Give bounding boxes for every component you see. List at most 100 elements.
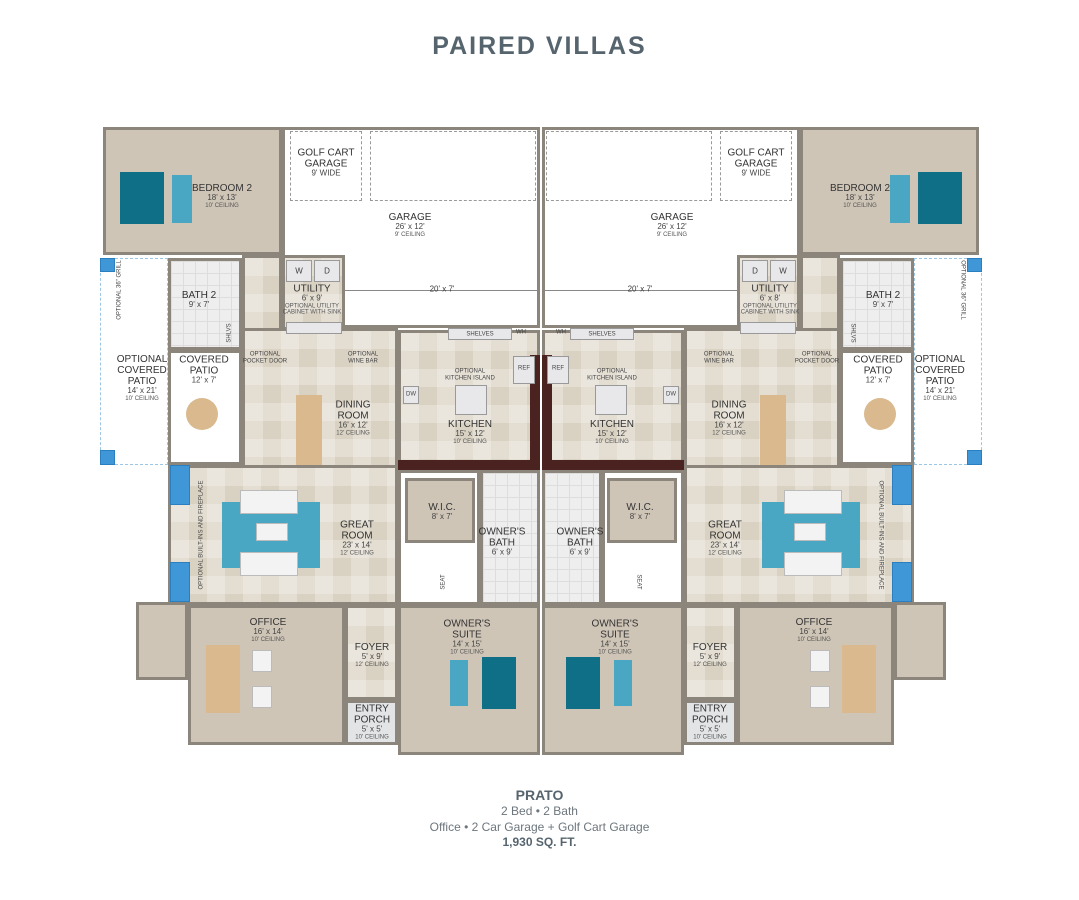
sofa-bottom bbox=[240, 552, 298, 576]
sofa-top bbox=[784, 490, 842, 514]
coffee-table bbox=[794, 523, 826, 541]
owners-suite-floor bbox=[398, 605, 540, 755]
beds-baths: 2 Bed • 2 Bath bbox=[501, 804, 578, 818]
garage-bay-label: 20' x 7' bbox=[627, 284, 653, 294]
office-chair-1 bbox=[252, 650, 272, 672]
window-1 bbox=[967, 258, 982, 272]
owners-bath-size: 6' x 9' bbox=[569, 547, 591, 557]
patio-name: COVERED PATIO bbox=[179, 354, 229, 377]
porch-size: 5' x 5' bbox=[699, 724, 721, 734]
patio-name: COVERED PATIO bbox=[853, 354, 903, 377]
grill-label: OPTIONAL 36" GRILL bbox=[116, 260, 123, 320]
wic-label: W.I.C.8' x 7' bbox=[428, 502, 455, 522]
owners-bath-name: OWNER'S BATH bbox=[478, 526, 526, 549]
great-ceiling: 12' CEILING bbox=[708, 550, 742, 557]
office-name: OFFICE bbox=[795, 616, 833, 628]
opt-patio-ceiling: 10' CEILING bbox=[125, 395, 159, 402]
square-footage: 1,930 SQ. FT. bbox=[502, 835, 577, 849]
foyer-name: FOYER bbox=[354, 641, 390, 653]
golf-cart-bay bbox=[290, 131, 362, 201]
porch-size: 5' x 5' bbox=[361, 724, 383, 734]
opt-patio-name: OPTIONAL COVERED PATIO bbox=[914, 353, 966, 387]
fireplace-bump bbox=[894, 602, 946, 680]
dryer-box bbox=[742, 260, 768, 282]
suite-rug bbox=[450, 660, 468, 706]
shelves-box bbox=[570, 328, 634, 340]
bath-2-floor bbox=[840, 258, 914, 350]
page-title: PAIRED VILLAS bbox=[432, 32, 647, 60]
bedroom2-name: BEDROOM 2 bbox=[829, 182, 891, 194]
opt-patio-ceiling: 10' CEILING bbox=[923, 395, 957, 402]
foyer-ceiling: 12' CEILING bbox=[693, 661, 727, 668]
coffee-table bbox=[256, 523, 288, 541]
optional-patio-area bbox=[100, 258, 168, 465]
dining-ceiling: 12' CEILING bbox=[712, 430, 746, 437]
wh-label: WH bbox=[556, 329, 566, 336]
office-desk bbox=[206, 645, 240, 713]
bed-2 bbox=[120, 172, 164, 224]
great-size: 23' x 14' bbox=[342, 540, 372, 550]
suite-ceiling: 10' CEILING bbox=[450, 649, 484, 656]
office-name: OFFICE bbox=[249, 616, 287, 628]
shelves-label: SHELVES bbox=[588, 331, 616, 338]
office-size: 16' x 14' bbox=[253, 626, 283, 636]
owners-bath-floor bbox=[542, 470, 602, 605]
golf-cart-size: 9' WIDE bbox=[741, 168, 771, 178]
utility-size: 6' x 9' bbox=[301, 293, 323, 303]
utility-note: OPTIONAL UTILITY CABINET WITH SINK bbox=[282, 303, 342, 316]
island-label: OPTIONAL KITCHEN ISLAND bbox=[445, 368, 495, 381]
owners-bath-name: OWNER'S BATH bbox=[556, 526, 604, 549]
great-name: GREAT ROOM bbox=[340, 519, 374, 542]
suite-size: 14' x 15' bbox=[452, 639, 482, 649]
bedroom2-size: 18' x 13' bbox=[845, 192, 875, 202]
office-size: 16' x 14' bbox=[799, 626, 829, 636]
shlvs-label: SHLVS bbox=[226, 323, 233, 343]
ref-label: REF bbox=[552, 365, 564, 372]
washer-box bbox=[770, 260, 796, 282]
bedroom2-ceiling: 10' CEILING bbox=[205, 202, 239, 209]
dishwasher bbox=[403, 386, 419, 404]
utility-counter bbox=[740, 322, 796, 334]
porch-ceiling: 10' CEILING bbox=[355, 734, 389, 741]
refrigerator bbox=[513, 356, 535, 384]
garage-ceiling: 9' CEILING bbox=[656, 231, 688, 238]
office-chair-2 bbox=[252, 686, 272, 708]
kitchen-name: KITCHEN bbox=[448, 418, 492, 430]
car-bay bbox=[546, 131, 712, 201]
bath2-size: 9' x 7' bbox=[872, 300, 894, 310]
suite-ceiling: 10' CEILING bbox=[598, 649, 632, 656]
plan-summary: PRATO 2 Bed • 2 Bath Office • 2 Car Gara… bbox=[0, 787, 1079, 849]
dining-ceiling: 12' CEILING bbox=[336, 430, 370, 437]
office-ceiling: 10' CEILING bbox=[797, 636, 831, 643]
kitchen-name: KITCHEN bbox=[590, 418, 634, 430]
shlvs-label: SHLVS bbox=[849, 323, 856, 343]
washer-box bbox=[286, 260, 312, 282]
kitchen-island bbox=[595, 385, 627, 415]
patio-size: 12' x 7' bbox=[865, 375, 891, 385]
utility-name: UTILITY bbox=[293, 283, 331, 295]
kitchen-size: 15' x 12' bbox=[455, 428, 485, 438]
bedroom2-name: BEDROOM 2 bbox=[191, 182, 253, 194]
office-ceiling: 10' CEILING bbox=[251, 636, 285, 643]
opt-patio-name: OPTIONAL COVERED PATIO bbox=[116, 353, 168, 387]
owners-suite-floor bbox=[542, 605, 684, 755]
dryer-box bbox=[314, 260, 340, 282]
owners-bath-size: 6' x 9' bbox=[491, 547, 513, 557]
pocket-door-label: OPTIONAL POCKET DOOR bbox=[242, 351, 288, 364]
patio-size: 12' x 7' bbox=[191, 375, 217, 385]
entry-porch-floor bbox=[684, 700, 737, 745]
bedroom-rug bbox=[890, 175, 910, 223]
suite-size: 14' x 15' bbox=[600, 639, 630, 649]
wine-bar-label: OPTIONAL WINE BAR bbox=[703, 351, 735, 364]
